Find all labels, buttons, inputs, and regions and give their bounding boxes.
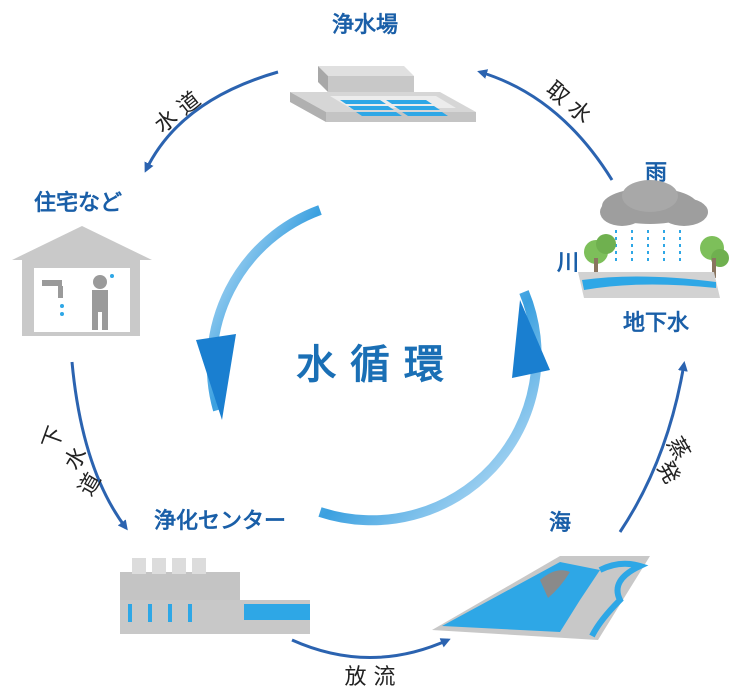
person-icon [93, 275, 107, 289]
purification-plant-icon [290, 66, 476, 122]
label-discharge: 放 流 [345, 665, 396, 690]
node-title-river: 川 [556, 251, 579, 276]
arrow-discharge [291, 638, 451, 659]
faucet-icon [42, 280, 62, 286]
node-title-sea: 海 [549, 510, 571, 536]
treatment-center-icon [120, 558, 310, 634]
arrow-water-supply [144, 70, 279, 173]
node-title-rain: 雨 [645, 161, 667, 186]
rain-landscape-icon [578, 180, 729, 298]
label-sewer-1: 下 [38, 423, 69, 452]
node-title-groundwater: 地下水 [623, 311, 690, 336]
label-intake: 取 水 [541, 77, 596, 129]
tree-icon [584, 234, 729, 278]
ring-arrowhead-left [196, 334, 236, 420]
center-title: 水 循 環 [296, 342, 444, 388]
arrow-intake [477, 69, 614, 181]
node-title-houses: 住宅など [34, 190, 122, 216]
fish-icon [540, 570, 570, 598]
sea-icon [432, 556, 650, 640]
ring-arrowhead-right [512, 300, 550, 378]
arrow-sewer [70, 361, 128, 531]
center-cycle-ring [196, 205, 550, 526]
house-icon [12, 226, 152, 336]
arrow-evaporation [618, 361, 688, 533]
node-title-purification-plant: 浄水場 [332, 12, 398, 38]
label-water-supply: 水 道 [150, 87, 206, 138]
cloud-icon [600, 180, 708, 226]
node-title-treatment-center: 浄化センター [154, 508, 286, 534]
